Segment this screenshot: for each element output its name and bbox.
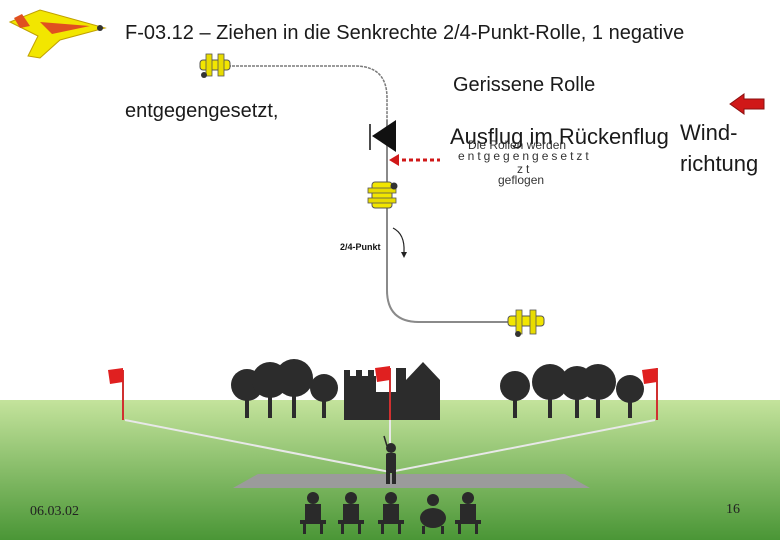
page-title: F-03.12 – Ziehen in die Senkrechte 2/4-P… — [125, 20, 725, 46]
rolls-note-line4: geflogen — [498, 173, 544, 187]
page-subtitle: entgegengesetzt, — [125, 100, 278, 123]
snap-roll-marker — [372, 120, 396, 152]
biplane-icon — [368, 182, 398, 208]
wind-label-line2: richtung — [680, 151, 758, 177]
page-number: 16 — [726, 502, 740, 518]
wind-arrow-icon — [730, 94, 764, 114]
point-roll-arrow — [393, 228, 404, 252]
point-roll-label: 2/4-Punkt — [340, 242, 381, 252]
snap-roll-label: Gerissene Rolle — [453, 74, 595, 97]
biplane-icon — [200, 54, 230, 78]
rolls-note-line2: entgegengesetzt — [458, 149, 592, 163]
wind-label-line1: Wind- — [680, 120, 737, 146]
castle-icon — [344, 362, 440, 420]
model-plane-icon — [10, 10, 105, 58]
biplane-icon — [508, 310, 544, 337]
footer-date: 06.03.02 — [30, 504, 79, 520]
runway — [233, 474, 590, 488]
